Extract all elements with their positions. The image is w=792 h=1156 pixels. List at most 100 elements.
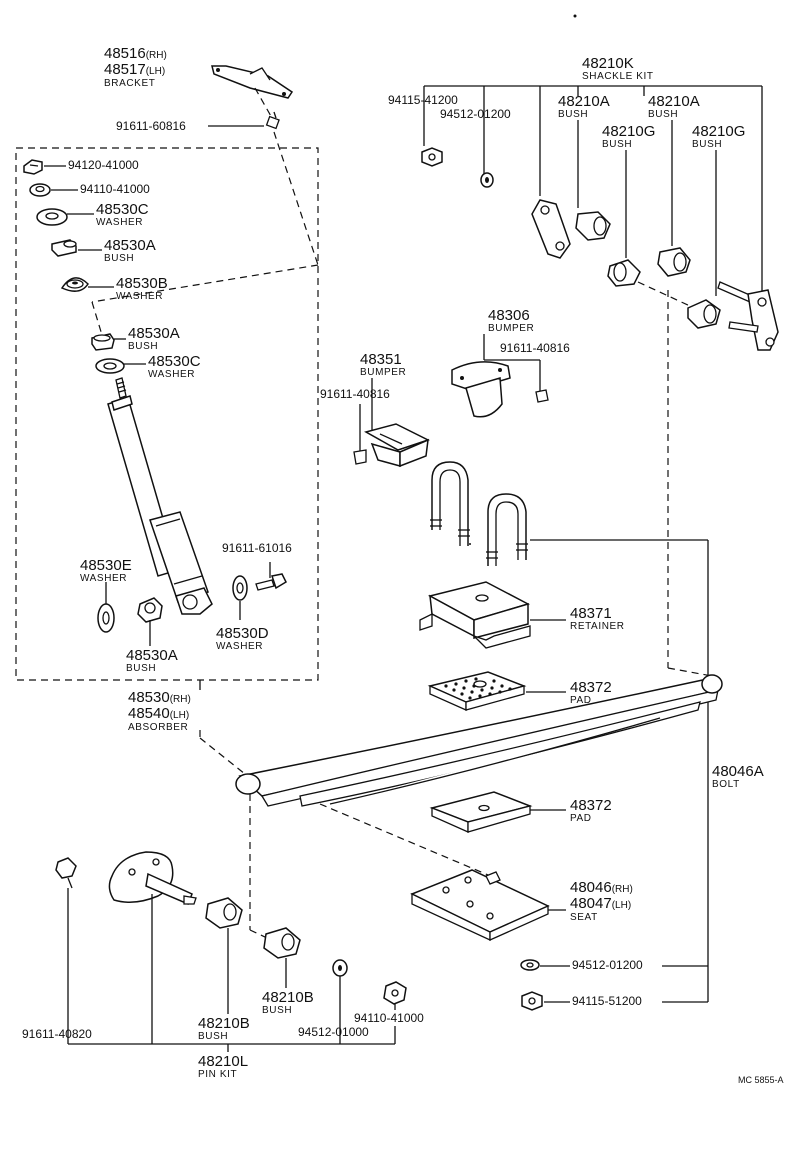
pn-48530A-top: 48530A bbox=[104, 237, 156, 254]
label-bolt-48046A: 48046A BOLT bbox=[712, 764, 764, 790]
bush-48210G-1-part bbox=[607, 259, 641, 287]
nut-94110-top-part bbox=[29, 183, 51, 197]
label-bush-48210G-1: 48210G BUSH bbox=[602, 124, 655, 150]
pn-48530B: 48530B bbox=[116, 275, 168, 292]
label-bush-48210B-2: 48210B BUSH bbox=[262, 990, 314, 1016]
suffix-rh: (RH) bbox=[611, 884, 633, 895]
label-bush-48530A-top: 48530A BUSH bbox=[104, 238, 156, 264]
name-washer: WASHER bbox=[216, 641, 264, 652]
pn-48530A-mid: 48530A bbox=[128, 325, 180, 342]
name-bush: BUSH bbox=[198, 1031, 229, 1042]
spring-pin-part bbox=[108, 851, 197, 905]
name-bracket: BRACKET bbox=[104, 78, 156, 89]
absorber-kit-box bbox=[15, 147, 319, 681]
name-bush: BUSH bbox=[602, 139, 633, 150]
label-retainer: 48371 RETAINER bbox=[570, 606, 625, 632]
label-washer-48530E: 48530E WASHER bbox=[80, 558, 132, 584]
code-94115-41200: 94115-41200 bbox=[388, 93, 458, 107]
name-bush: BUSH bbox=[128, 341, 159, 352]
bush-48210G-2-part bbox=[687, 299, 721, 329]
label-bush-48210A-2: 48210A BUSH bbox=[648, 94, 700, 120]
label-shackle-kit: 48210K SHACKLE KIT bbox=[582, 56, 654, 82]
pn-absorber-rh: 48530 bbox=[128, 689, 170, 706]
code-94512-01200-low: 94512-01200 bbox=[572, 958, 643, 972]
shackle-dash bbox=[637, 281, 691, 307]
pn-48210B-2: 48210B bbox=[262, 989, 314, 1006]
code-94110-41000-low: 94110-41000 bbox=[354, 1011, 424, 1025]
pn-48210A-2: 48210A bbox=[648, 93, 700, 110]
label-pad-upper: 48372 PAD bbox=[570, 680, 612, 706]
bumper-48351-part bbox=[364, 423, 430, 468]
code-91611-40816-b: 91611-40816 bbox=[320, 387, 390, 401]
pn-seat-lh: 48047 bbox=[570, 895, 612, 912]
label-washer-48530D: 48530D WASHER bbox=[216, 626, 269, 652]
box-diag-dash bbox=[91, 264, 319, 303]
pn-48372-lower: 48372 bbox=[570, 797, 612, 814]
name-bush: BUSH bbox=[126, 663, 157, 674]
absorber-to-spring-dash bbox=[199, 737, 251, 779]
name-bumper: BUMPER bbox=[360, 367, 407, 378]
washer-48530C-top-part bbox=[36, 208, 68, 226]
bolt-91611-40816-a-part bbox=[535, 360, 549, 403]
pn-48372-upper: 48372 bbox=[570, 679, 612, 696]
suffix-rh: (RH) bbox=[145, 50, 167, 61]
suffix-rh: (RH) bbox=[169, 694, 191, 705]
pn-bracket-rh: 48516 bbox=[104, 45, 146, 62]
washer-48530D-part bbox=[232, 575, 248, 601]
bracket-dash bbox=[254, 87, 273, 119]
name-washer: WASHER bbox=[80, 573, 128, 584]
pn-48210G-2: 48210G bbox=[692, 123, 746, 140]
bush-48210B-2-part bbox=[263, 927, 301, 959]
pn-48351: 48351 bbox=[360, 351, 402, 368]
suffix-lh: (LH) bbox=[145, 66, 166, 77]
code-91611-60816: 91611-60816 bbox=[116, 119, 186, 133]
name-washer: WASHER bbox=[148, 369, 196, 380]
absorber-part bbox=[107, 377, 213, 615]
label-washer-48530B: 48530B WASHER bbox=[116, 276, 168, 302]
pn-48210A-1: 48210A bbox=[558, 93, 610, 110]
washer-48530C-mid-part bbox=[95, 358, 125, 374]
washer-94512-01000-part bbox=[332, 959, 348, 977]
bolt-91611-60816-part bbox=[265, 111, 280, 130]
pn-absorber-lh: 48540 bbox=[128, 705, 170, 722]
washer-48530B-part bbox=[60, 277, 89, 292]
label-bush-48530A-mid: 48530A BUSH bbox=[128, 326, 180, 352]
leaf-spring-part bbox=[235, 674, 723, 807]
label-washer-48530C-top: 48530C WASHER bbox=[96, 202, 149, 228]
name-pad: PAD bbox=[570, 813, 592, 824]
bush-48530A-low-part bbox=[137, 597, 163, 623]
name-bush: BUSH bbox=[692, 139, 723, 150]
bush-48530A-mid-part bbox=[91, 333, 115, 351]
bracket-to-box-dash bbox=[273, 131, 319, 266]
name-shackle-kit: SHACKLE KIT bbox=[582, 71, 654, 82]
pn-48530C-mid: 48530C bbox=[148, 353, 201, 370]
u-bolt-2-part bbox=[486, 493, 528, 566]
nut-94110-low-part bbox=[383, 981, 407, 1005]
shackle-dash-2 bbox=[667, 667, 713, 677]
name-washer: WASHER bbox=[116, 291, 164, 302]
pn-48371: 48371 bbox=[570, 605, 612, 622]
label-seat: 48046(RH) 48047(LH) SEAT bbox=[570, 880, 633, 923]
name-bolt: BOLT bbox=[712, 779, 740, 790]
pn-seat-rh: 48046 bbox=[570, 879, 612, 896]
label-bush-48530A-low: 48530A BUSH bbox=[126, 648, 178, 674]
name-pad: PAD bbox=[570, 695, 592, 706]
code-94512-01200-top: 94512-01200 bbox=[440, 107, 511, 121]
code-94512-01000: 94512-01000 bbox=[298, 1025, 369, 1039]
washer-94512-01200-low-part bbox=[520, 959, 540, 971]
shackle-plate-part bbox=[531, 199, 571, 259]
bracket-part bbox=[211, 65, 294, 99]
label-absorber: 48530(RH) 48540(LH) ABSORBER bbox=[128, 690, 191, 733]
label-bumper-48351: 48351 BUMPER bbox=[360, 352, 406, 378]
pn-48530C-top: 48530C bbox=[96, 201, 149, 218]
washer-94512-01200-top-part bbox=[480, 172, 494, 188]
label-pad-lower: 48372 PAD bbox=[570, 798, 612, 824]
name-retainer: RETAINER bbox=[570, 621, 625, 632]
label-washer-48530C-mid: 48530C WASHER bbox=[148, 354, 201, 380]
diagram-code: MC 5855-A bbox=[738, 1075, 784, 1085]
pn-48306: 48306 bbox=[488, 307, 530, 324]
pad-lower-part bbox=[429, 791, 533, 834]
code-91611-61016: 91611-61016 bbox=[222, 541, 292, 555]
bush-48210A-1-part bbox=[575, 211, 611, 241]
pn-48210G-1: 48210G bbox=[602, 123, 656, 140]
